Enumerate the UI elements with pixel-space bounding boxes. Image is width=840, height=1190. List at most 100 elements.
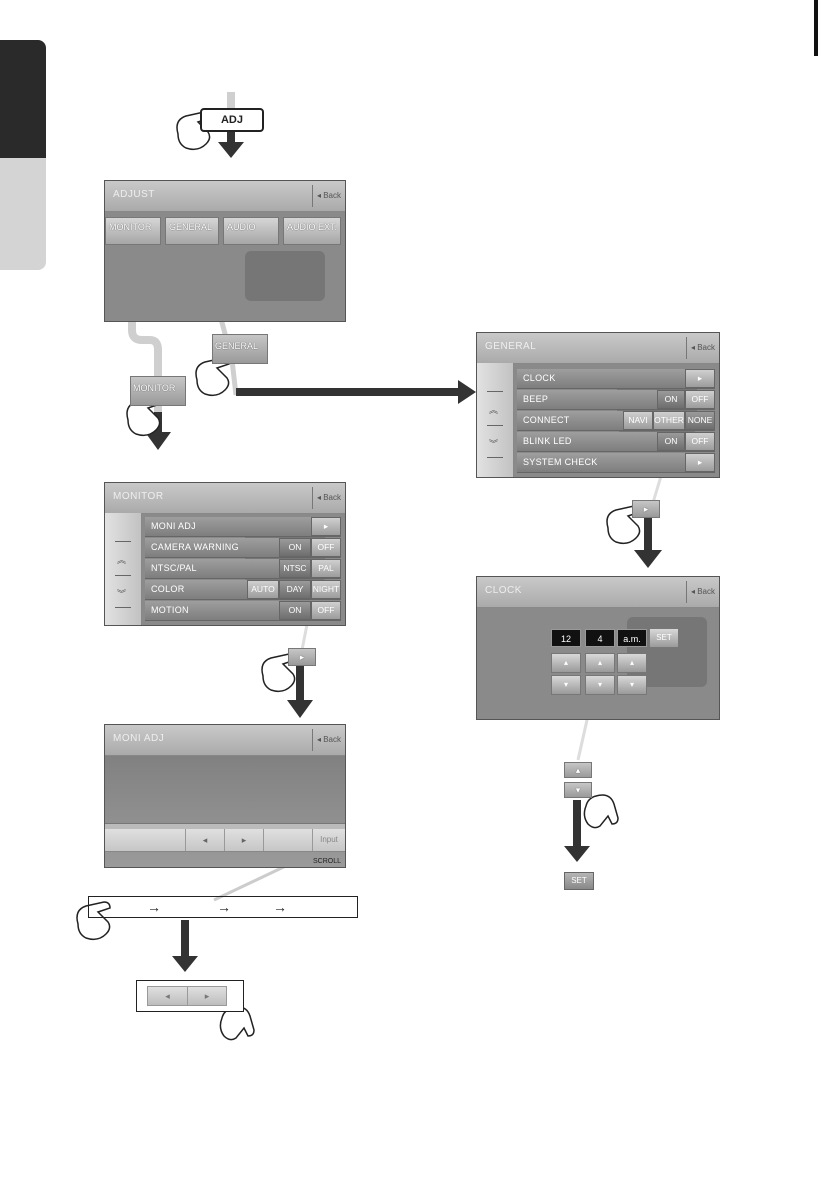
hand-icon-adj: [176, 111, 211, 151]
motion-off-button[interactable]: OFF: [311, 601, 341, 620]
hand-icon-general: [195, 357, 230, 397]
minute-down-button[interactable]: ▾: [585, 675, 615, 695]
general-title: GENERAL: [485, 341, 537, 352]
moni-adj-arrow-button[interactable]: ▸: [311, 517, 341, 536]
sequence-arrow: →: [217, 899, 231, 915]
row-ntsc-pal: NTSC/PAL NTSC PAL: [145, 559, 341, 579]
hour-up-button[interactable]: ▴: [551, 653, 581, 673]
lr-arrow-head: [172, 956, 198, 972]
lr-control: ◂ ▸: [147, 986, 227, 1006]
hand-icon-clock: [606, 505, 641, 545]
arrow-callout-clock[interactable]: ▸: [632, 500, 660, 518]
left-button[interactable]: ◂: [185, 829, 225, 851]
toolbox-image: [245, 251, 325, 301]
clock-arrow-head: [634, 550, 662, 568]
ntsc-button[interactable]: NTSC: [279, 559, 311, 578]
right-button[interactable]: ▸: [225, 829, 264, 851]
back-button[interactable]: ◂ Back: [312, 729, 345, 751]
monitor-title-bar: MONITOR ◂ Back: [105, 483, 345, 514]
row-connect: CONNECT NAVI OTHER NONE: [517, 411, 715, 431]
sequence-box: → → →: [88, 896, 358, 918]
set-callout[interactable]: SET: [564, 872, 594, 890]
connect-none-button[interactable]: NONE: [685, 411, 715, 430]
tile-audio-ext[interactable]: AUDIO EXT.: [283, 217, 341, 245]
blink-on-button[interactable]: ON: [657, 432, 685, 451]
status-text: SCROLL: [312, 858, 341, 865]
motion-on-button[interactable]: ON: [279, 601, 311, 620]
moni-adj-title-bar: MONI ADJ ◂ Back: [105, 725, 345, 756]
adj-button[interactable]: ADJ: [200, 108, 264, 132]
scroll-up-icon[interactable]: ︽: [117, 555, 127, 565]
color-night-button[interactable]: NIGHT: [311, 580, 341, 599]
connect-other-button[interactable]: OTHER: [653, 411, 685, 430]
tile-monitor[interactable]: MONITOR: [105, 217, 161, 245]
moni-adj-arrow-head: [287, 700, 313, 718]
back-button[interactable]: ◂ Back: [312, 185, 345, 207]
hour-display: 12: [551, 629, 581, 647]
clock-screen: CLOCK ◂ Back 12 4 a.m. SET ▴ ▴ ▴ ▾ ▾ ▾: [476, 576, 720, 720]
back-button[interactable]: ◂ Back: [686, 337, 719, 359]
scroll-panel[interactable]: ︽ ︾: [477, 363, 514, 477]
hand-icon-lr: [219, 1006, 255, 1041]
hand-icon-sequence: [76, 901, 111, 941]
camera-warning-on-button[interactable]: ON: [279, 538, 311, 557]
camera-warning-off-button[interactable]: OFF: [311, 538, 341, 557]
moni-adj-title: MONI ADJ: [113, 733, 165, 744]
moni-adj-screen: MONI ADJ ◂ Back ◂ ▸ Input SCROLL: [104, 724, 346, 868]
general-title-bar: GENERAL ◂ Back: [477, 333, 719, 364]
scroll-panel[interactable]: ︽ ︾: [105, 513, 142, 625]
ampm-display: a.m.: [617, 629, 647, 647]
tile-audio[interactable]: AUDIO: [223, 217, 279, 245]
monitor-screen: MONITOR ◂ Back ︽ ︾ MONI ADJ ▸ CAMERA WAR…: [104, 482, 346, 626]
row-motion: MOTION ON OFF: [145, 601, 341, 621]
hour-down-button[interactable]: ▾: [551, 675, 581, 695]
input-button[interactable]: Input: [312, 829, 345, 851]
arrow-callout-moni-adj[interactable]: ▸: [288, 648, 316, 666]
monitor-arrow-head: [145, 432, 171, 450]
row-beep: BEEP ON OFF: [517, 390, 715, 410]
color-day-button[interactable]: DAY: [279, 580, 311, 599]
color-auto-button[interactable]: AUTO: [247, 580, 279, 599]
hand-icon-down: [583, 794, 619, 829]
general-callout[interactable]: GENERAL: [212, 334, 268, 364]
row-clock[interactable]: CLOCK ▸: [517, 369, 715, 389]
ampm-up-button[interactable]: ▴: [617, 653, 647, 673]
set-arrow-head: [564, 846, 590, 862]
lr-left-button[interactable]: ◂: [148, 987, 188, 1005]
back-button[interactable]: ◂ Back: [686, 581, 719, 603]
adjust-title-bar: ADJUST ◂ Back: [105, 181, 345, 212]
lr-control-box: ◂ ▸: [136, 980, 244, 1012]
up-callout[interactable]: ▴: [564, 762, 592, 778]
level-bar: [105, 823, 345, 830]
page-edge-line: [814, 0, 818, 56]
minute-display: 4: [585, 629, 615, 647]
connect-navi-button[interactable]: NAVI: [623, 411, 653, 430]
row-moni-adj[interactable]: MONI ADJ ▸: [145, 517, 341, 537]
beep-on-button[interactable]: ON: [657, 390, 685, 409]
ampm-down-button[interactable]: ▾: [617, 675, 647, 695]
pal-button[interactable]: PAL: [311, 559, 341, 578]
scroll-down-icon[interactable]: ︾: [489, 439, 499, 449]
sequence-arrow: →: [147, 899, 161, 915]
clock-title: CLOCK: [485, 585, 522, 596]
row-system-check[interactable]: SYSTEM CHECK ▸: [517, 453, 715, 473]
set-button[interactable]: SET: [649, 628, 679, 648]
scroll-down-icon[interactable]: ︾: [117, 589, 127, 599]
lr-right-button[interactable]: ▸: [204, 991, 210, 1001]
hand-icon-moni-adj: [261, 653, 296, 693]
monitor-path: [128, 232, 162, 430]
tile-general[interactable]: GENERAL: [165, 217, 219, 245]
scroll-up-icon[interactable]: ︽: [489, 405, 499, 415]
clock-title-bar: CLOCK ◂ Back: [477, 577, 719, 608]
blink-off-button[interactable]: OFF: [685, 432, 715, 451]
back-button[interactable]: ◂ Back: [312, 487, 345, 509]
sequence-arrow: →: [273, 899, 287, 915]
monitor-callout[interactable]: MONITOR: [130, 376, 186, 406]
down-callout[interactable]: ▾: [564, 782, 592, 798]
row-camera-warning: CAMERA WARNING ON OFF: [145, 538, 341, 558]
clock-arrow-button[interactable]: ▸: [685, 369, 715, 388]
moni-adj-toolbar: ◂ ▸ Input: [105, 829, 345, 852]
minute-up-button[interactable]: ▴: [585, 653, 615, 673]
system-check-arrow-button[interactable]: ▸: [685, 453, 715, 472]
beep-off-button[interactable]: OFF: [685, 390, 715, 409]
